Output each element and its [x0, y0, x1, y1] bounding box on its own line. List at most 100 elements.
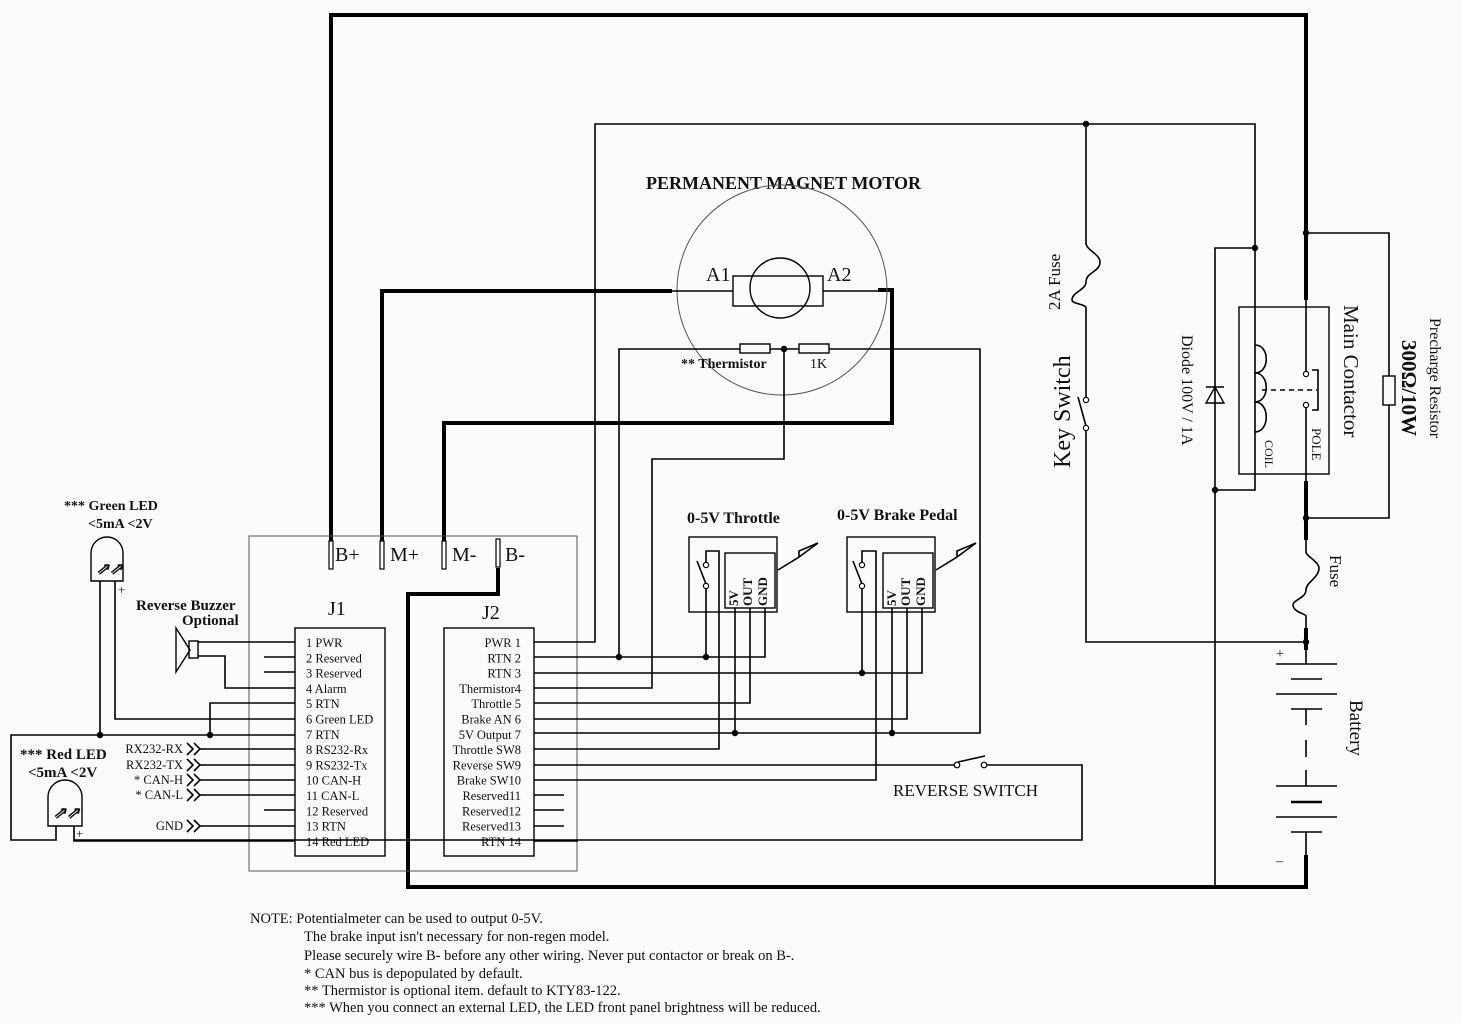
controller-outline — [248, 535, 578, 872]
j2-pin-9: Reverse SW9 — [453, 758, 521, 772]
j2-pin-10: Brake SW10 — [457, 774, 521, 788]
throttle-switch-icon — [696, 550, 720, 612]
red-led-anode-wire — [73, 840, 295, 842]
brake-title: 0-5V Brake Pedal — [837, 507, 958, 524]
brake-pot-box — [882, 552, 934, 609]
note-line: * CAN bus is depopulated by default. — [304, 966, 523, 982]
b-plus-wire — [329, 13, 1308, 568]
j2-connector — [443, 627, 535, 857]
throttle-out-wire — [534, 608, 751, 704]
terminal-label-m-plus: M+ — [390, 544, 419, 566]
b-minus-wire — [406, 568, 1308, 889]
j1-pin-4: 4 Alarm — [306, 682, 347, 696]
m-plus-wire — [380, 289, 672, 568]
brake-sw-wire — [534, 612, 877, 781]
brake-pin-gnd: GND — [913, 577, 928, 606]
brake-box — [846, 536, 936, 613]
junction-dot — [1302, 514, 1310, 522]
brake-pin-5v: 5V — [884, 590, 899, 607]
red-led-plus: + — [76, 826, 83, 841]
comm-label: * CAN-H — [134, 773, 183, 787]
thermistor-signal-wire — [534, 349, 785, 689]
j1-pin-2: 2 Reserved — [306, 651, 363, 665]
contactor-label: Main Contactor — [1339, 305, 1363, 437]
throttle-sw-wire — [534, 612, 720, 750]
j1-pin-6: 6 Green LED — [306, 713, 373, 727]
led-arrows-icon: ⇗⇗ — [96, 561, 123, 578]
terminal-label-m-minus: M- — [452, 544, 476, 566]
connector-chevron-icon — [186, 819, 195, 833]
junction-dot — [1302, 229, 1310, 237]
terminal-label-b-minus: B- — [505, 544, 525, 566]
diode-wire — [1214, 247, 1255, 887]
junction-dot — [731, 729, 739, 737]
throttle-box — [688, 536, 778, 613]
j2-pin-4: Thermistor4 — [459, 682, 522, 696]
j2-pin-13: Reserved13 — [462, 820, 521, 834]
five-volt-wire — [534, 348, 981, 734]
note-line: ** Thermistor is optional item. default … — [304, 983, 621, 999]
terminal-b-plus — [328, 540, 334, 570]
j1-pin-12: 12 Reserved — [306, 804, 369, 818]
reverse-switch-label: REVERSE SWITCH — [893, 781, 1038, 800]
coil-icon — [1254, 344, 1268, 433]
motor-a2-label: A2 — [827, 264, 851, 286]
comm-label: RX232-TX — [126, 758, 183, 772]
battery-icon — [1276, 650, 1337, 855]
j2-pwr-wire — [534, 123, 1256, 643]
j2-pin-8: Throttle SW8 — [453, 743, 521, 757]
connector-chevron-icon — [186, 758, 195, 772]
reverse-switch-icon — [953, 755, 988, 769]
connector-chevron-icon — [186, 788, 195, 802]
connector-chevron-icon — [193, 758, 202, 772]
precharge-wire-top — [1306, 232, 1390, 376]
buzzer-optional: Optional — [182, 613, 239, 629]
battery-minus: – — [1275, 854, 1284, 869]
j1-pin-9: 9 RS232-Tx — [306, 758, 368, 772]
throttle-pin-gnd: GND — [755, 577, 770, 606]
pole-label: POLE — [1309, 428, 1324, 461]
power-wiring — [329, 13, 1308, 889]
j1-pin-13: 13 RTN — [306, 820, 346, 834]
note-line: The brake input isn't necessary for non-… — [304, 929, 609, 945]
connector-chevron-icon — [186, 742, 195, 756]
m-minus-wire — [442, 288, 894, 568]
red-led-icon — [47, 779, 83, 827]
note-line: Please securely wire B- before any other… — [304, 948, 794, 964]
brake-out-wire — [534, 608, 908, 720]
thermistor-icon — [739, 343, 771, 354]
throttle-pin-5v: 5V — [726, 590, 741, 607]
connector-chevron-icon — [193, 742, 202, 756]
j1-pin-11: 11 CAN-L — [306, 789, 359, 803]
throttle-sw-rtn-wire — [534, 588, 707, 658]
j1-pin-1: 1 PWR — [306, 636, 343, 650]
junction-dot — [1302, 638, 1310, 646]
contactor-box — [1238, 306, 1330, 475]
fuse-2a-icon — [1071, 242, 1101, 398]
buzzer-title: Reverse Buzzer — [136, 598, 236, 614]
j1-pin-7: 7 RTN — [306, 728, 340, 742]
brake-pedal-icon — [935, 542, 977, 571]
motor-housing — [676, 184, 888, 396]
contactor-pole-icon — [1302, 370, 1310, 378]
buzzer-icon — [175, 625, 199, 675]
brake-sw-rtn-wire — [534, 588, 863, 674]
junction-dot — [888, 729, 896, 737]
green-led-rating: <5mA <2V — [88, 517, 153, 532]
junction-dot — [1251, 244, 1259, 252]
thermistor-rtn-wire — [618, 348, 740, 657]
diode-icon — [1204, 385, 1226, 404]
green-led-title: *** Green LED — [64, 499, 158, 514]
terminal-label-b-plus: B+ — [335, 544, 360, 566]
red-led-rating: <5mA <2V — [28, 765, 97, 781]
note-line: *** When you connect an external LED, th… — [304, 1000, 821, 1016]
key-switch-branch — [1071, 124, 1306, 643]
battery-plus: + — [1276, 647, 1284, 662]
connector-chevron-icon — [193, 819, 202, 833]
j2-pin-6: Brake AN 6 — [461, 713, 521, 727]
motor-a1-label: A1 — [706, 264, 730, 286]
